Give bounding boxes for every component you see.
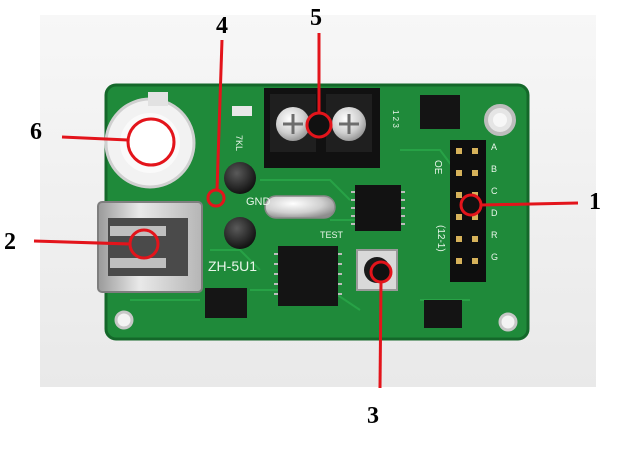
- callout-label-2: 2: [4, 229, 16, 255]
- ic-chips: [205, 95, 462, 328]
- pin-label: (12-1): [435, 225, 446, 252]
- callout-line-3: [378, 281, 383, 389]
- pin-letter: A: [491, 142, 497, 152]
- callout-label-5: 5: [310, 5, 322, 31]
- gnd-label: GND: [246, 196, 271, 208]
- crystal-oscillator: [264, 195, 336, 219]
- capacitor: [224, 162, 256, 194]
- pin-letter: C: [491, 186, 498, 196]
- callout-label-6: 6: [30, 119, 42, 145]
- callout-label-3: 3: [367, 403, 379, 429]
- callout-line-2: [33, 239, 131, 246]
- callout-marker-1: [459, 193, 483, 217]
- callout-marker-5: [305, 111, 333, 139]
- pin-letter: B: [491, 164, 497, 174]
- pin-letter: D: [491, 208, 498, 218]
- callouts: [33, 33, 579, 389]
- pin-letter: G: [491, 252, 498, 262]
- pin-letter: R: [491, 230, 498, 240]
- crystal-label: 7KL: [234, 135, 244, 151]
- callout-marker-3: [369, 260, 393, 284]
- capacitor: [224, 217, 256, 249]
- board-label: ZH-5U1: [208, 258, 257, 274]
- callout-line-1: [480, 201, 579, 207]
- callout-line-4: [215, 39, 224, 191]
- oe-label: OE: [432, 160, 443, 175]
- usb-port: [97, 201, 203, 293]
- callout-marker-4: [206, 188, 226, 208]
- test-label: TEST: [320, 230, 344, 240]
- smd-component: [232, 106, 252, 116]
- silk-numbers: 1 2 3: [391, 110, 400, 128]
- silkscreen: ZH-5U1 GND TEST OE (12-1) A B C D R G 7K…: [208, 110, 498, 274]
- callout-line-6: [61, 135, 129, 142]
- callout-label-1: 1: [589, 189, 601, 215]
- callout-label-4: 4: [216, 13, 228, 39]
- callout-marker-6: [126, 117, 176, 167]
